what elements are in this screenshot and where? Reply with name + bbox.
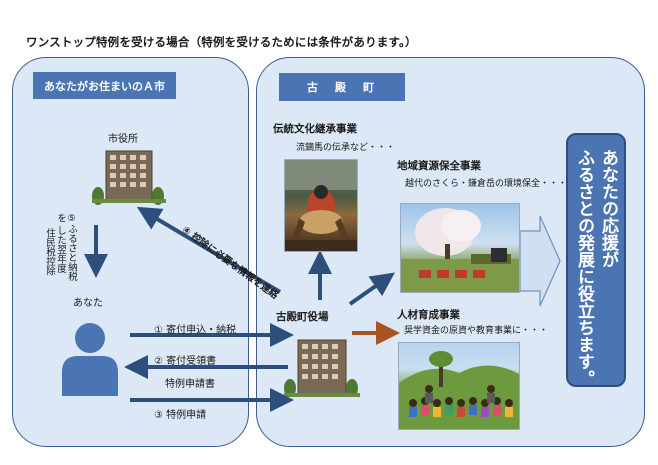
project3-desc: 奨学資金の原資や教育事業に・・・ — [404, 326, 549, 336]
project2-desc: 越代のさくら・鎌倉岳の環境保全・・・ — [405, 179, 568, 189]
deduction-line-2: を した翌年度 — [55, 213, 66, 274]
town-office-building-icon — [284, 339, 360, 397]
project2-title: 地域資源保全事業 — [397, 160, 481, 172]
resident-city-header: あなたがお住まいのＡ市 — [33, 72, 176, 99]
town-office-label: 古殿町役場 — [276, 311, 329, 323]
form-label: 特例申請書 — [165, 379, 215, 390]
project3-title: 人材育成事業 — [397, 309, 460, 321]
project1-title: 伝統文化継承事業 — [273, 123, 357, 135]
project1-desc: 流鏑馬の伝承など・・・ — [296, 143, 396, 153]
person-icon — [62, 323, 118, 396]
city-hall-label: 市役所 — [108, 134, 138, 145]
cherry-tree-photo — [400, 203, 520, 293]
result-arrow-icon — [519, 215, 561, 307]
arrow-town-to-project2 — [348, 272, 395, 306]
page-title: ワンストップ特例を受ける場合（特例を受けるためには条件があります。） — [26, 35, 417, 49]
result-box — [566, 133, 626, 387]
result-message: あなたの応援が ふるさとの発展に役立ちます。 — [566, 133, 626, 387]
city-hall-building-icon — [92, 150, 166, 205]
arrow-town-to-city — [136, 206, 282, 294]
deduction-line-3: 住民税控除 — [44, 228, 55, 276]
deduction-line-1: ⑤ふるさと納税 — [66, 213, 77, 281]
step2-label: ② 寄付受領書 — [154, 356, 217, 367]
step1-label: ① 寄付申込・納税 — [154, 325, 237, 336]
yabusame-photo — [284, 159, 358, 252]
step3-label: ③ 特例申請 — [154, 410, 207, 421]
children-group-photo — [398, 342, 520, 430]
result-line-2: ふるさとの発展に役立ちます。 — [574, 149, 594, 387]
you-label: あなた — [73, 298, 103, 309]
result-line-1: あなたの応援が — [598, 149, 618, 268]
furudono-town-header: 古 殿 町 — [279, 73, 405, 101]
